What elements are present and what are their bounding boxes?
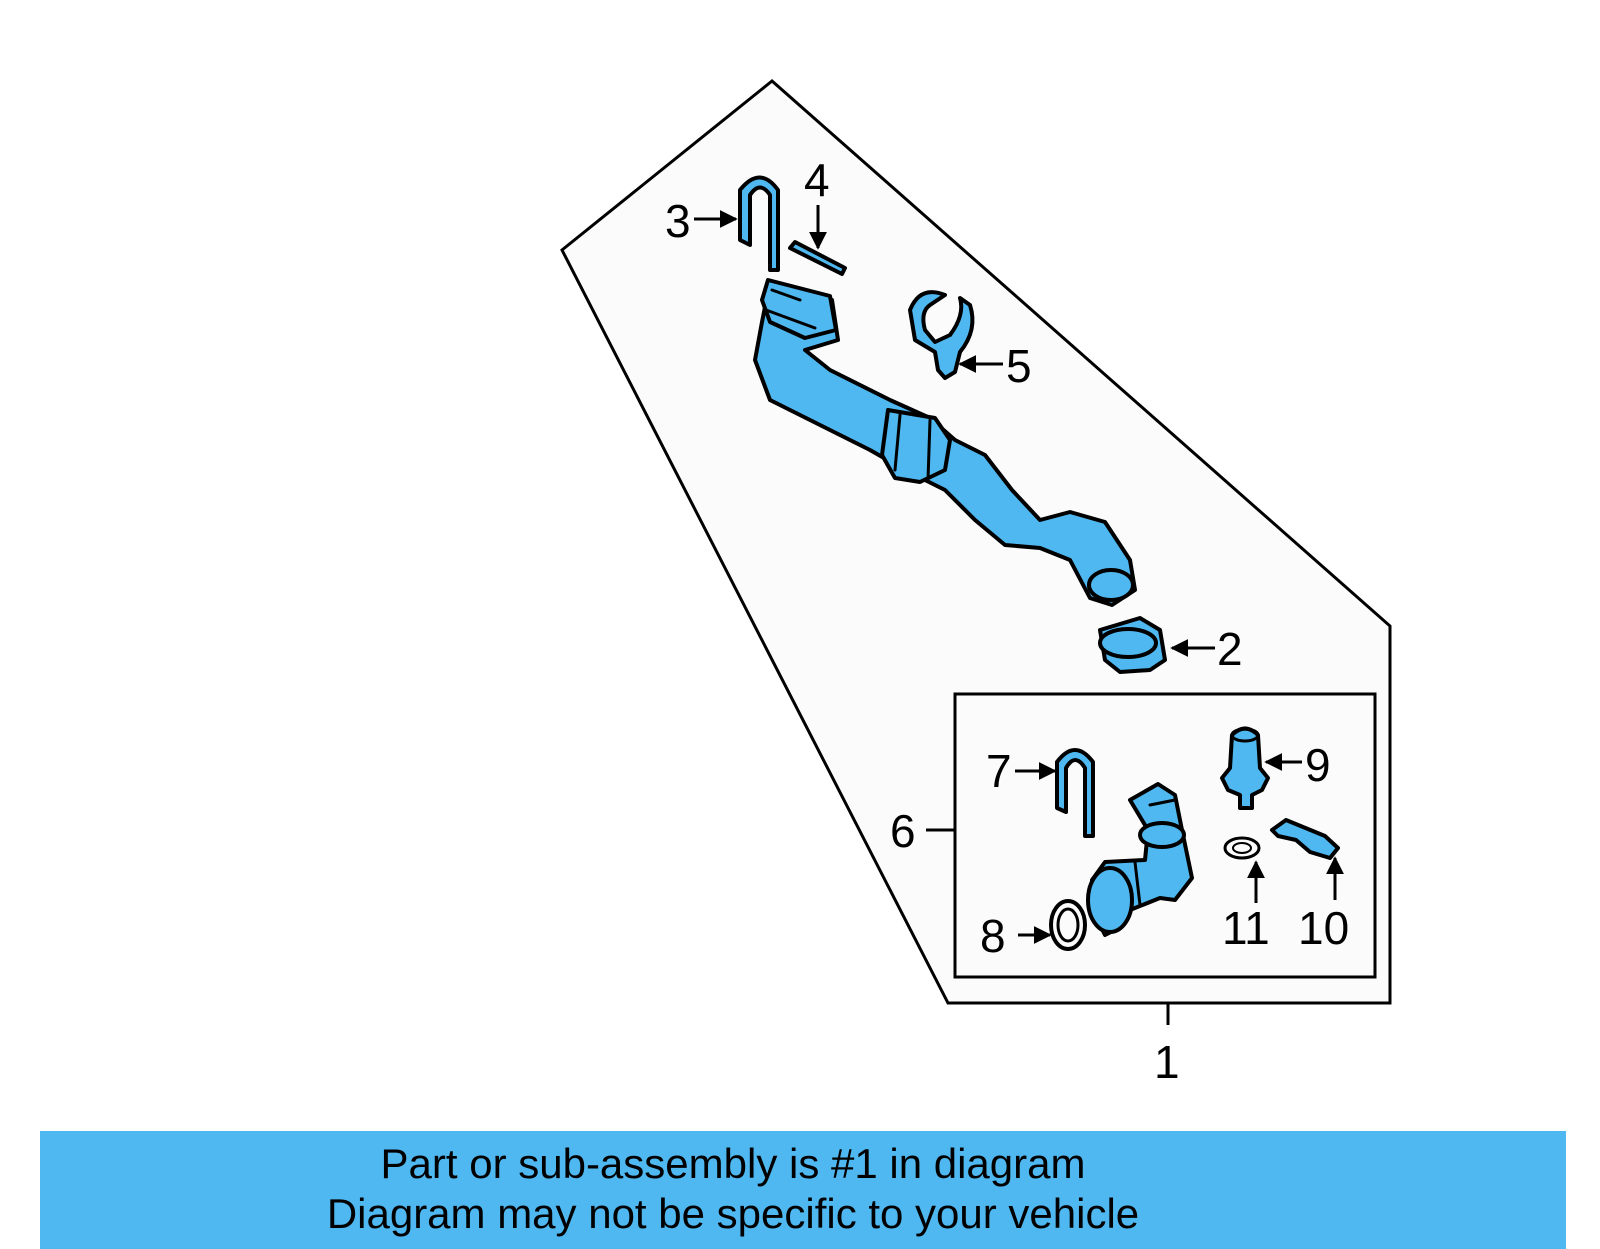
callout-7: 7 — [986, 745, 1012, 797]
callout-9: 9 — [1305, 739, 1331, 791]
thermostat-housing-6 — [1086, 782, 1194, 937]
callout-6: 6 — [890, 805, 916, 857]
banner-line-2: Diagram may not be specific to your vehi… — [326, 1190, 1140, 1237]
retainer-clip-7 — [1055, 748, 1095, 838]
banner-line-1: Part or sub-assembly is #1 in diagram — [380, 1140, 1086, 1187]
callout-5: 5 — [1006, 340, 1032, 392]
washer-11 — [1223, 836, 1261, 860]
o-ring-8 — [1049, 899, 1087, 951]
callout-10: 10 — [1298, 902, 1349, 954]
coolant-hose — [753, 278, 1137, 607]
notice-banner: Part or sub-assembly is #1 in diagram Di… — [40, 1131, 1566, 1249]
bracket-5 — [908, 290, 975, 380]
seal-4 — [788, 240, 847, 276]
callout-11: 11 — [1222, 902, 1270, 954]
callout-1: 1 — [1154, 1036, 1180, 1088]
callout-4: 4 — [804, 154, 830, 206]
leader-lines — [694, 205, 1344, 1025]
retainer-clip-3 — [738, 175, 780, 272]
callout-8: 8 — [980, 910, 1006, 962]
temperature-sensor-9 — [1220, 726, 1270, 810]
callout-2: 2 — [1217, 623, 1243, 675]
callout-3: 3 — [665, 195, 691, 247]
hose-clamp-2 — [1098, 616, 1167, 674]
